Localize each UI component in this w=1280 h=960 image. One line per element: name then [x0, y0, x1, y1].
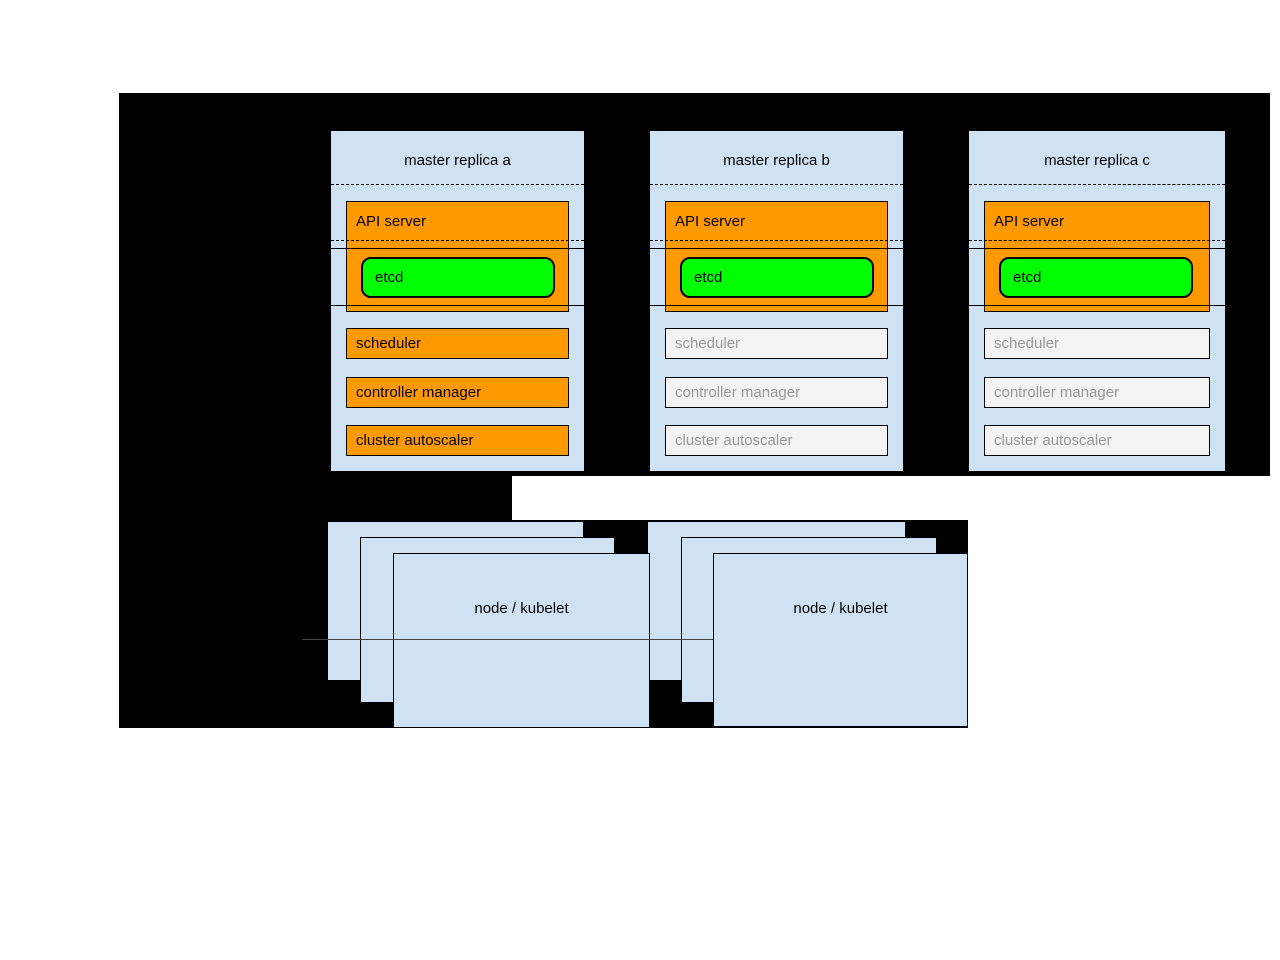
- divider-solid-lower: [331, 305, 584, 306]
- etcd-label: etcd: [694, 269, 723, 286]
- replica-title: master replica a: [404, 152, 511, 169]
- master-replica-a-panel: master replica a API server etcd schedul…: [330, 130, 585, 472]
- cluster-autoscaler-label: cluster autoscaler: [994, 432, 1112, 449]
- controller-manager-label: controller manager: [994, 384, 1120, 401]
- scheduler-box: scheduler: [346, 328, 569, 359]
- node-stack-1-front: node / kubelet: [393, 553, 650, 728]
- scheduler-label: scheduler: [356, 335, 422, 352]
- divider-solid-upper: [969, 248, 1225, 249]
- api-server-label: API server: [675, 213, 746, 230]
- divider-dashed-mid: [650, 240, 903, 241]
- cluster-autoscaler-label: cluster autoscaler: [356, 432, 474, 449]
- divider-solid-upper: [331, 248, 584, 249]
- api-server-label: API server: [356, 213, 427, 230]
- api-server-box: API server etcd: [665, 201, 888, 312]
- cluster-autoscaler-box: cluster autoscaler: [665, 425, 888, 456]
- api-server-box: API server etcd: [346, 201, 569, 312]
- divider-dashed-mid: [969, 240, 1225, 241]
- scheduler-label: scheduler: [675, 335, 741, 352]
- master-replica-b-panel: master replica b API server etcd schedul…: [649, 130, 904, 472]
- background-left-black: [119, 476, 512, 520]
- master-replica-c-panel: master replica c API server etcd schedul…: [968, 130, 1226, 472]
- controller-manager-box: controller manager: [665, 377, 888, 408]
- etcd-box: etcd: [680, 257, 874, 298]
- controller-manager-box: controller manager: [346, 377, 569, 408]
- controller-manager-box: controller manager: [984, 377, 1210, 408]
- api-server-box: API server etcd: [984, 201, 1210, 312]
- replica-title: master replica c: [1044, 152, 1150, 169]
- divider-dashed-mid: [331, 240, 584, 241]
- scheduler-box: scheduler: [665, 328, 888, 359]
- node-kubelet-label: node / kubelet: [793, 600, 888, 617]
- controller-manager-label: controller manager: [675, 384, 801, 401]
- cluster-autoscaler-label: cluster autoscaler: [675, 432, 793, 449]
- divider-solid-lower: [969, 305, 1225, 306]
- etcd-box: etcd: [361, 257, 555, 298]
- node-stack-2-front: node / kubelet: [713, 553, 968, 727]
- etcd-label: etcd: [375, 269, 404, 286]
- etcd-box: etcd: [999, 257, 1193, 298]
- controller-manager-label: controller manager: [356, 384, 482, 401]
- node-kubelet-label: node / kubelet: [474, 600, 569, 617]
- divider-dashed-top: [650, 184, 903, 185]
- divider-solid-upper: [650, 248, 903, 249]
- scheduler-box: scheduler: [984, 328, 1210, 359]
- replica-title: master replica b: [723, 152, 830, 169]
- cluster-autoscaler-box: cluster autoscaler: [346, 425, 569, 456]
- etcd-label: etcd: [1013, 269, 1042, 286]
- divider-solid-lower: [650, 305, 903, 306]
- api-server-label: API server: [994, 213, 1065, 230]
- cluster-autoscaler-box: cluster autoscaler: [984, 425, 1210, 456]
- scheduler-label: scheduler: [994, 335, 1060, 352]
- connector-line: [302, 639, 713, 640]
- divider-dashed-top: [969, 184, 1225, 185]
- divider-dashed-top: [331, 184, 584, 185]
